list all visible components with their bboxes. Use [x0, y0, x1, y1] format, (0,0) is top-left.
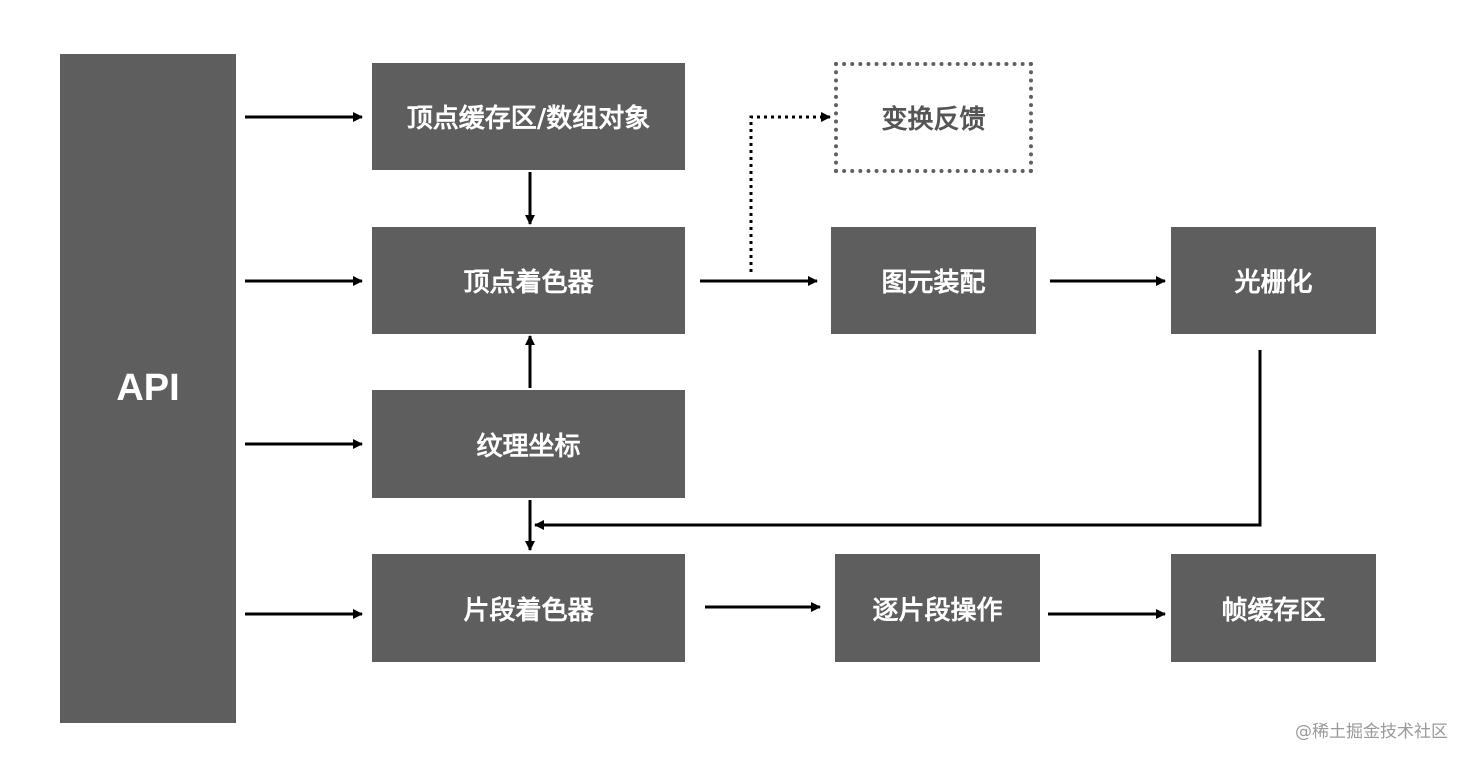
primitive-assembly-node: 图元装配 — [831, 227, 1036, 334]
vertex-buffer-node: 顶点缓存区/数组对象 — [372, 63, 685, 170]
transform-feedback-node: 变换反馈 — [834, 62, 1033, 173]
arrow-rasterization-to-fragment-shader — [534, 350, 1262, 530]
arrow-to-transform-feedback — [749, 112, 831, 272]
fragment-shader-node: 片段着色器 — [372, 554, 685, 662]
watermark: @稀土掘金技术社区 — [1295, 722, 1448, 742]
vertex-shader-node: 顶点着色器 — [372, 227, 685, 334]
rasterization-node: 光栅化 — [1171, 227, 1376, 334]
api-block: API — [60, 54, 236, 723]
texture-coords-node: 纹理坐标 — [372, 390, 685, 498]
per-fragment-ops-node: 逐片段操作 — [835, 554, 1040, 662]
framebuffer-node: 帧缓存区 — [1171, 554, 1376, 662]
